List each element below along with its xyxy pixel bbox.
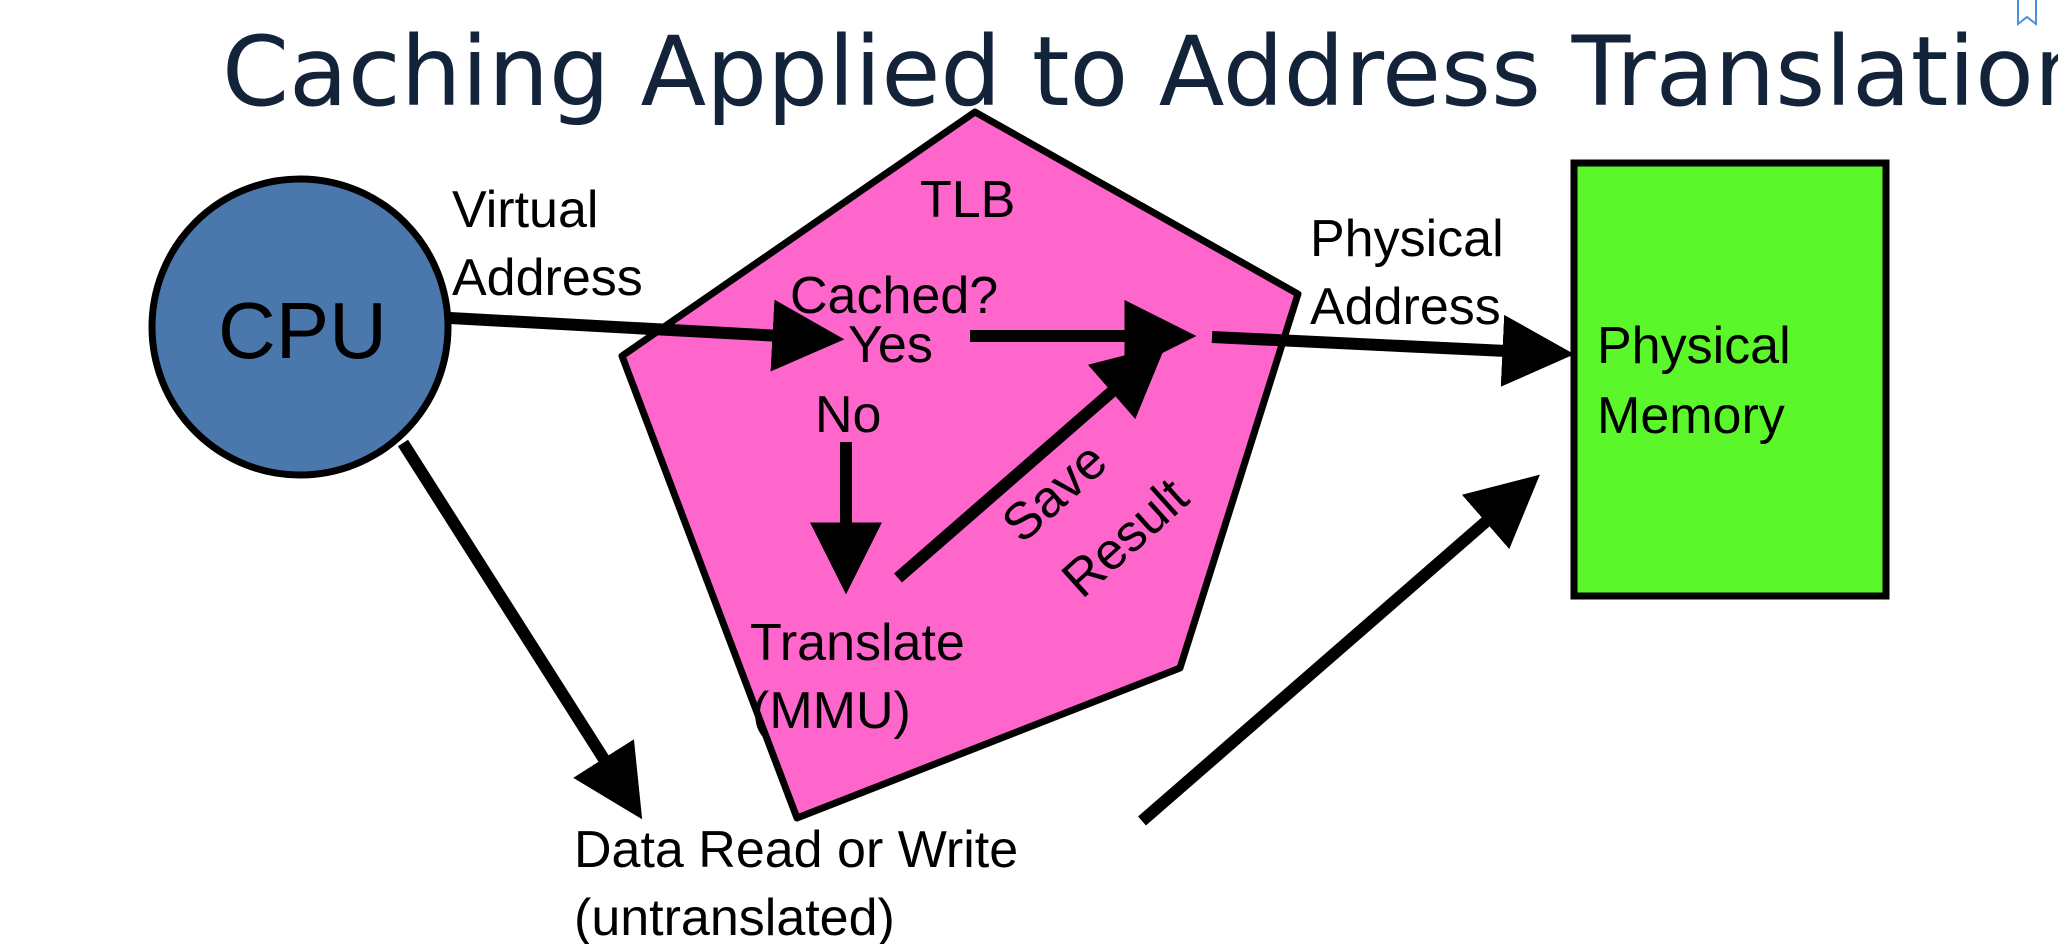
tlb-shape	[618, 108, 1302, 822]
cached-label: Cached?	[790, 267, 998, 325]
virtual-address-label-line2: Address	[452, 249, 643, 307]
cpu-label: CPU	[218, 286, 387, 375]
memory-label-line2: Memory	[1597, 387, 1785, 445]
arrow-data-to-memory	[1138, 474, 1540, 826]
physical-address-label-line2: Address	[1310, 278, 1501, 336]
data-rw-label-line1: Data Read or Write	[574, 821, 1018, 879]
memory-label-line1: Physical	[1597, 317, 1791, 375]
data-rw-label-line2: (untranslated)	[574, 889, 895, 944]
arrow-physical-address	[1211, 314, 1575, 387]
physical-memory-node	[1570, 159, 1890, 600]
bookmark-icon	[2017, 0, 2037, 27]
no-label: No	[815, 386, 881, 444]
translate-label-line1: Translate	[750, 614, 965, 672]
arrow-save-result	[894, 344, 1166, 583]
page-title: Caching Applied to Address Translation	[222, 16, 2058, 128]
arrow-virtual-address	[449, 299, 845, 372]
yes-label: Yes	[848, 316, 933, 374]
physical-address-label-line1: Physical	[1310, 210, 1504, 268]
virtual-address-label-line1: Virtual	[452, 181, 598, 239]
arrow-cpu-to-data	[397, 439, 643, 820]
tlb-label: TLB	[920, 171, 1015, 229]
cpu-node	[148, 175, 452, 479]
translate-label-line2: (MMU)	[752, 682, 911, 740]
